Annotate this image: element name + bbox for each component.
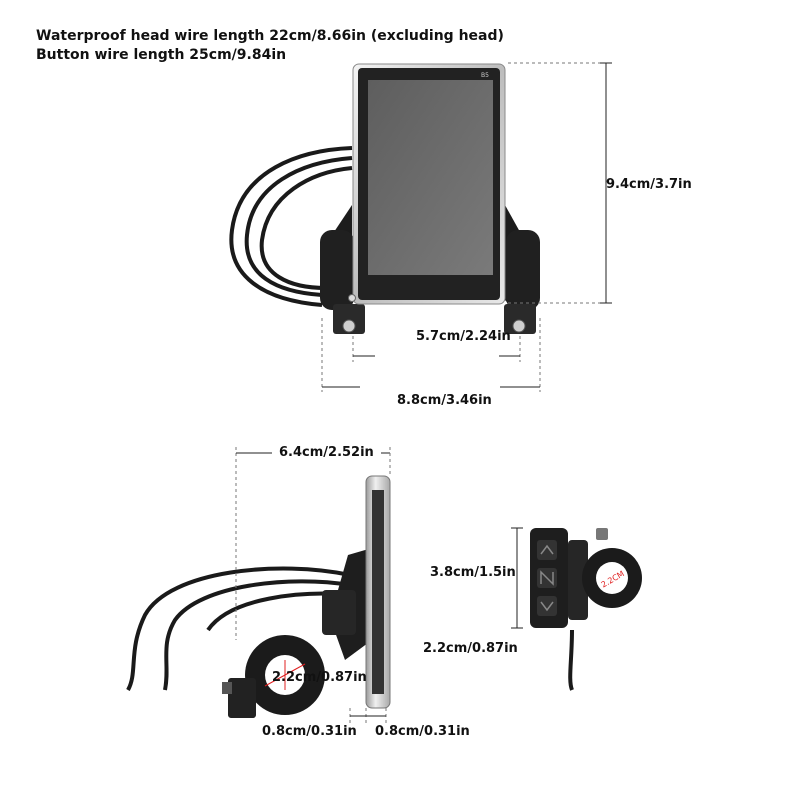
display-cables: [229, 146, 353, 307]
side-view-display: [126, 475, 391, 718]
side-offset-left-label: 0.8cm/0.31in: [262, 724, 357, 739]
front-dimension-lines: [321, 62, 612, 392]
button-wire-length-heading: Button wire length 25cm/9.84in: [36, 47, 287, 63]
up-arrow-icon: [540, 544, 554, 555]
button-clamp-diameter-label: 2.2cm/0.87in: [423, 641, 518, 656]
down-arrow-icon: [540, 601, 554, 612]
mount-spacing-label: 5.7cm/2.24in: [416, 329, 511, 344]
down-button: [537, 596, 557, 616]
screen-badge: B5: [481, 72, 489, 79]
mode-m-icon: [540, 570, 554, 586]
button-control-unit: 2.2CM: [530, 528, 642, 691]
left-clamp: [320, 230, 354, 310]
total-width-label: 8.8cm/3.46in: [397, 393, 492, 408]
lcd-screen: [368, 80, 493, 275]
up-button: [537, 540, 557, 560]
button-dimension-lines: [511, 527, 523, 629]
wire-length-heading: Waterproof head wire length 22cm/8.66in …: [36, 28, 504, 44]
side-clamp-diameter-label: 2.2cm/0.87in: [272, 670, 367, 685]
right-bolt: [512, 319, 526, 333]
right-clamp: [506, 230, 540, 310]
side-depth-label: 6.4cm/2.52in: [279, 445, 374, 460]
front-view-display: B5: [229, 63, 540, 334]
side-dimension-lines: [235, 447, 391, 726]
button-cable: [568, 629, 574, 691]
front-height-label: 9.4cm/3.7in: [606, 177, 692, 192]
button-height-label: 3.8cm/1.5in: [430, 565, 516, 580]
side-offset-right-label: 0.8cm/0.31in: [375, 724, 470, 739]
left-bolt: [342, 319, 356, 333]
power-indicator: [348, 294, 356, 302]
